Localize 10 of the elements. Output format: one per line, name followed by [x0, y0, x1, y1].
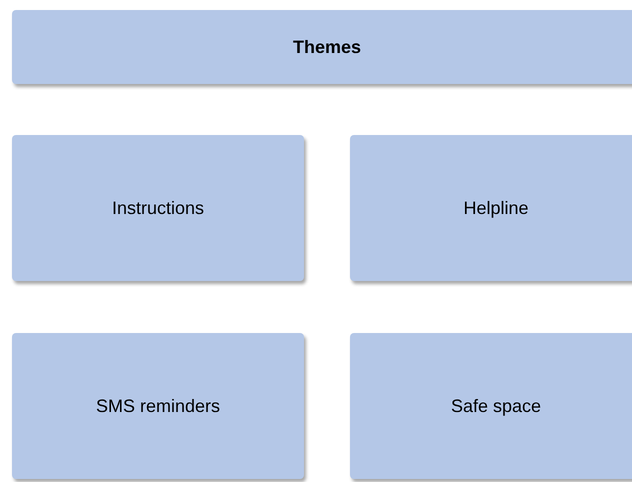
card-label: SMS reminders: [96, 396, 220, 416]
theme-card: [12, 10, 632, 84]
card-label: Instructions: [112, 198, 204, 218]
card-label: Safe space: [450, 396, 542, 416]
heading-text: Themes: [292, 36, 362, 58]
theme-card: [350, 333, 632, 479]
theme-card: [350, 135, 632, 281]
theme-card: [12, 135, 304, 281]
theme-card: [12, 333, 304, 479]
card-label: Helpline: [463, 198, 529, 218]
